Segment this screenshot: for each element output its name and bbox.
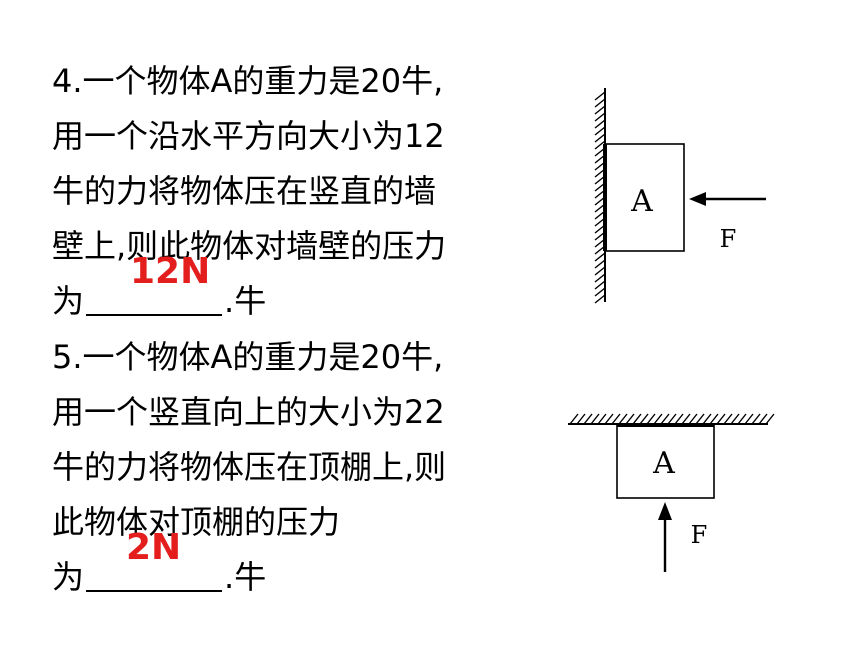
problem-4: 4.一个物体A的重力是20牛, 用一个沿水平方向大小为12 牛的力将物体压在竖直… [52, 54, 446, 329]
problem-4-line-2: 用一个沿水平方向大小为12 [52, 117, 445, 155]
problem-5-answer-line: 为 .牛 2N [52, 528, 446, 605]
force-arrow [689, 192, 766, 206]
problem-4-answer: 12N [130, 251, 211, 292]
problem-5: 5.一个物体A的重力是20牛, 用一个竖直向上的大小为22 牛的力将物体压在顶棚… [52, 330, 446, 605]
ceiling-hatching [568, 413, 775, 425]
problem-4-line-3: 牛的力将物体压在竖直的墙 [52, 172, 437, 210]
ceiling-diagram: A F [568, 413, 775, 572]
problem-5-line-2: 用一个竖直向上的大小为22 [52, 393, 445, 431]
block-a-label: A [652, 446, 675, 481]
problem-4-answer-blank [86, 274, 223, 316]
problem-4-line-4: 壁上,则此物体对墙壁的压力 [52, 227, 447, 265]
problem-4-answer-suffix: .牛 [224, 282, 267, 320]
wall-diagram: A F [594, 88, 766, 304]
problem-4-line-1: 4.一个物体A的重力是20牛, [52, 62, 444, 100]
problem-5-answer-prefix: 为 [52, 558, 85, 596]
problem-5-line-1: 5.一个物体A的重力是20牛, [52, 338, 444, 376]
force-label: F [691, 521, 708, 549]
problem-4-answer-prefix: 为 [52, 282, 85, 320]
problem-5-answer-suffix: .牛 [224, 558, 267, 596]
block-a-label: A [630, 184, 653, 219]
problem-5-answer-blank [86, 550, 223, 592]
problem-5-line-4: 此物体对顶棚的压力 [52, 503, 341, 541]
problem-5-answer: 2N [126, 527, 182, 568]
force-label: F [720, 225, 737, 253]
problem-5-line-3: 牛的力将物体压在顶棚上,则 [52, 448, 447, 486]
force-arrow [658, 502, 672, 572]
problem-4-answer-line: 为 .牛 12N [52, 252, 446, 329]
block-a [616, 423, 715, 499]
